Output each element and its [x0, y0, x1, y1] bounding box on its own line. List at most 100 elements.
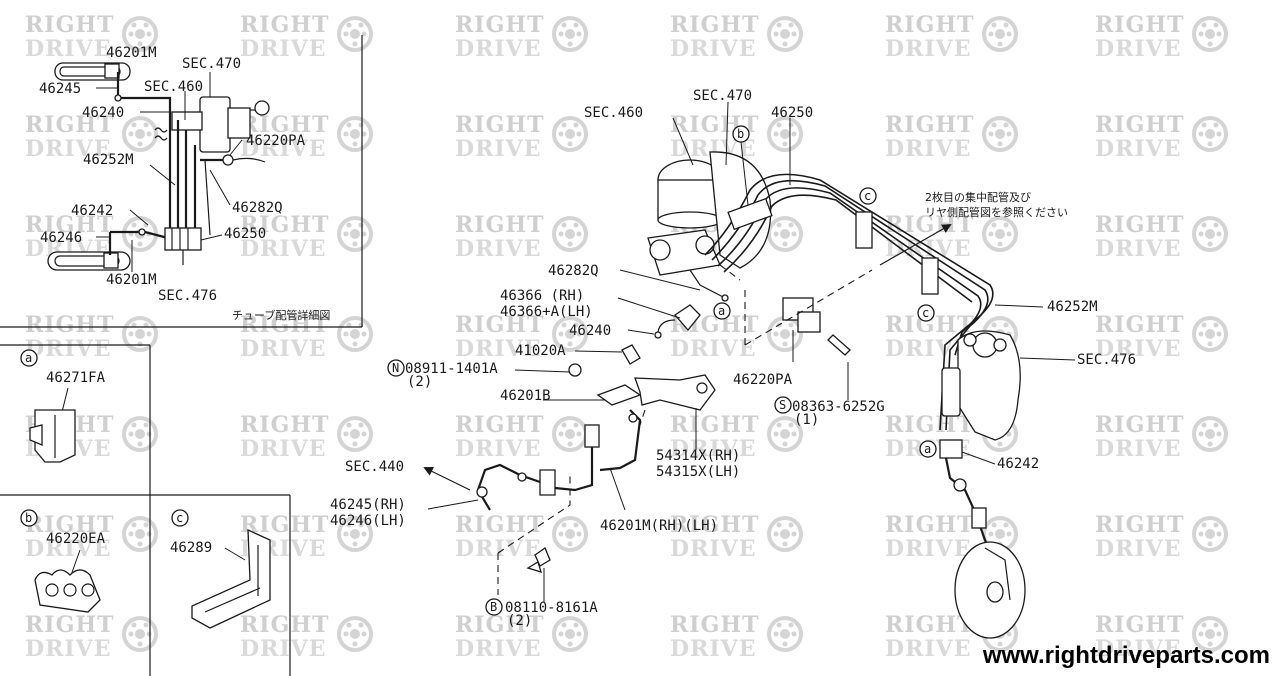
main-label-46250: 46250: [771, 105, 813, 121]
main-label-08363-qty: (1): [794, 412, 819, 428]
watermark-text-line2: DRIVE: [455, 436, 542, 462]
watermark-text-line2: DRIVE: [1095, 36, 1182, 62]
watermark-text-line1: RIGHT: [670, 412, 760, 438]
main-bolt-n-prefix: N: [392, 361, 399, 375]
watermark-text-line1: RIGHT: [240, 312, 330, 338]
watermark-wheel-icon: [982, 16, 1018, 52]
inset-label-46240: 46240: [82, 105, 124, 121]
main-label-46282q: 46282Q: [548, 263, 599, 279]
watermark-text-line2: DRIVE: [670, 36, 757, 62]
inset-label-46201m-bottom: 46201M: [106, 272, 157, 288]
watermark-text-line1: RIGHT: [455, 412, 545, 438]
watermark-wheel-icon: [767, 216, 803, 252]
watermark-wheel-icon: [552, 516, 588, 552]
watermark-text-line2: DRIVE: [885, 536, 972, 562]
main-diagram: b c c 2枚目の集中配管及び リヤ側配管図を参照ください a: [330, 88, 1136, 639]
callout-part-46289: 46289: [170, 540, 212, 556]
watermark-wheel-icon: [337, 216, 373, 252]
callout-part-46271fa: 46271FA: [46, 370, 106, 386]
watermark-text-line1: RIGHT: [455, 212, 545, 238]
inset-caption: チューブ配管詳細図: [232, 308, 330, 322]
inset-label-46252m: 46252M: [83, 152, 134, 168]
watermark-text-line2: DRIVE: [240, 236, 327, 262]
watermark-text-line2: DRIVE: [455, 636, 542, 662]
watermark-wheel-icon: [1192, 316, 1228, 352]
main-label-46220pa: 46220PA: [733, 372, 793, 388]
main-label-41020a: 41020A: [515, 343, 566, 359]
watermark-text-line1: RIGHT: [1095, 512, 1185, 538]
watermark-wheel-icon: [767, 316, 803, 352]
watermark-text-line1: RIGHT: [885, 12, 975, 38]
watermark-wheel-icon: [767, 16, 803, 52]
watermark-text-line1: RIGHT: [240, 12, 330, 38]
main-label-08911-qty: (2): [407, 374, 432, 390]
watermark-text-line1: RIGHT: [670, 12, 760, 38]
watermark-text-line2: DRIVE: [670, 536, 757, 562]
watermark-wheel-icon: [982, 116, 1018, 152]
watermark-text-line2: DRIVE: [455, 336, 542, 362]
watermark-text-line2: DRIVE: [1095, 536, 1182, 562]
watermark-text-line1: RIGHT: [885, 612, 975, 638]
watermark-text-line1: RIGHT: [1095, 612, 1185, 638]
watermark-text-line1: RIGHT: [240, 212, 330, 238]
main-label-46366-lh: 46366+A(LH): [500, 304, 593, 320]
watermark-text-line1: RIGHT: [670, 612, 760, 638]
watermark-text-line1: RIGHT: [240, 112, 330, 138]
watermark-text-line2: DRIVE: [25, 636, 112, 662]
rear-piping-note-line2: リヤ側配管図を参照ください: [925, 205, 1068, 219]
main-label-08110-8161a: 08110-8161A: [505, 600, 598, 616]
watermark-wheel-icon: [122, 616, 158, 652]
main-marker-c1: c: [864, 189, 871, 203]
watermark-text-line1: RIGHT: [1095, 12, 1185, 38]
watermark-text-line1: RIGHT: [455, 512, 545, 538]
main-label-46240: 46240: [569, 323, 611, 339]
main-label-sec470: SEC.470: [693, 88, 752, 104]
watermark-wheel-icon: [552, 116, 588, 152]
watermark-wheel-icon: [982, 216, 1018, 252]
inset-label-sec470: SEC.470: [182, 56, 241, 72]
inset-label-46245: 46245: [39, 81, 81, 97]
watermark-text-line2: DRIVE: [885, 36, 972, 62]
watermark-text-line2: DRIVE: [240, 36, 327, 62]
watermark-wheel-icon: [337, 16, 373, 52]
website-url[interactable]: www.rightdriveparts.com: [982, 642, 1270, 669]
watermark-text-line1: RIGHT: [1095, 312, 1185, 338]
watermark-wheel-icon: [552, 416, 588, 452]
watermark-wheel-icon: [122, 516, 158, 552]
main-label-08110-qty: (2): [507, 613, 532, 629]
main-label-46242: 46242: [997, 456, 1039, 472]
watermark-wheel-icon: [337, 616, 373, 652]
watermark-text-line2: DRIVE: [1095, 336, 1182, 362]
watermark-wheel-icon: [1192, 16, 1228, 52]
watermark-wheel-icon: [122, 416, 158, 452]
watermark-text-line2: DRIVE: [455, 136, 542, 162]
main-bolt-s-prefix: S: [779, 398, 786, 412]
watermark-text-line2: DRIVE: [1095, 136, 1182, 162]
main-label-08363-6252g: 08363-6252G: [792, 399, 885, 415]
watermark-wheel-icon: [337, 316, 373, 352]
callout-part-46220ea: 46220EA: [46, 531, 106, 547]
watermark-text-line1: RIGHT: [885, 512, 975, 538]
watermark-text-line2: DRIVE: [25, 536, 112, 562]
watermark-text-line1: RIGHT: [240, 612, 330, 638]
watermark-text-line1: RIGHT: [240, 412, 330, 438]
detail-inset: 46201M SEC.470 SEC.460 46245 46240 46220…: [39, 45, 330, 322]
watermark-wheel-icon: [767, 116, 803, 152]
watermark-wheel-icon: [552, 616, 588, 652]
